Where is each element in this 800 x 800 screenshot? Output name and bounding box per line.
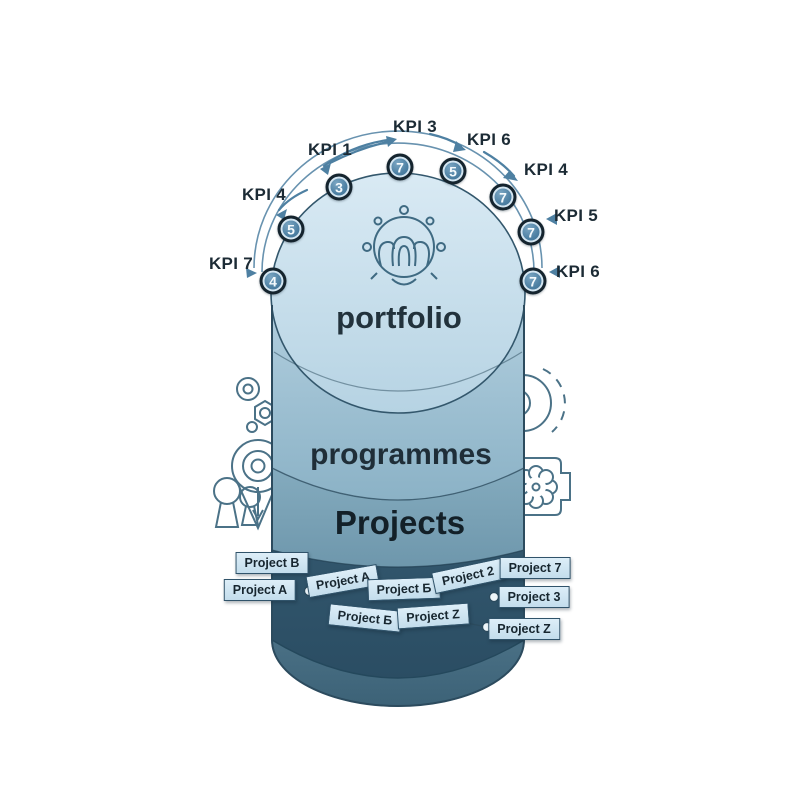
project-label: Project 3 — [498, 586, 570, 608]
kpi-label: KPI 6 — [466, 130, 512, 149]
kpi-arc-lines — [253, 130, 543, 273]
project-label: Project Z — [488, 618, 560, 640]
kpi-badge: 5 — [439, 157, 467, 185]
portfolio-rim-line — [273, 351, 523, 392]
kpi-badge: 7 — [517, 218, 545, 246]
kpi-badge: 5 — [277, 215, 305, 243]
target-icon — [236, 377, 260, 401]
projects-lid — [272, 468, 524, 567]
kpi-label: KPI 7 — [208, 254, 254, 273]
kpi-badge: 3 — [325, 173, 353, 201]
dot-decor — [246, 421, 258, 433]
kpi-badge: 7 — [386, 153, 414, 181]
cylinder-silhouette — [271, 305, 525, 707]
programmes-level-label: programmes — [310, 438, 492, 471]
kpi-badge: 7 — [519, 267, 547, 295]
portfolio-sphere — [270, 172, 526, 414]
kpi-label: KPI 3 — [392, 117, 438, 136]
kpi-badge: 4 — [259, 267, 287, 295]
project-label: Project B — [235, 552, 309, 574]
kpi-badge: 7 — [489, 183, 517, 211]
lid-top-rim — [271, 467, 525, 501]
kpi-label: KPI 4 — [523, 160, 569, 179]
project-label: Project 7 — [499, 557, 571, 579]
portfolio-level-label: portfolio — [336, 300, 462, 335]
projects-level-label: Projects — [334, 504, 466, 541]
project-label: Project A — [223, 579, 297, 601]
kpi-arrows — [246, 132, 560, 278]
kpi-label: KPI 4 — [241, 185, 287, 204]
kpi-label: KPI 1 — [307, 140, 353, 159]
idea-lightbulb-icon — [362, 205, 446, 286]
kpi-label: KPI 5 — [553, 206, 599, 225]
project-label: Project Б — [367, 576, 441, 602]
kpi-label: KPI 6 — [555, 262, 601, 281]
trees-icon — [213, 477, 261, 528]
left-decor-icons — [213, 377, 285, 531]
